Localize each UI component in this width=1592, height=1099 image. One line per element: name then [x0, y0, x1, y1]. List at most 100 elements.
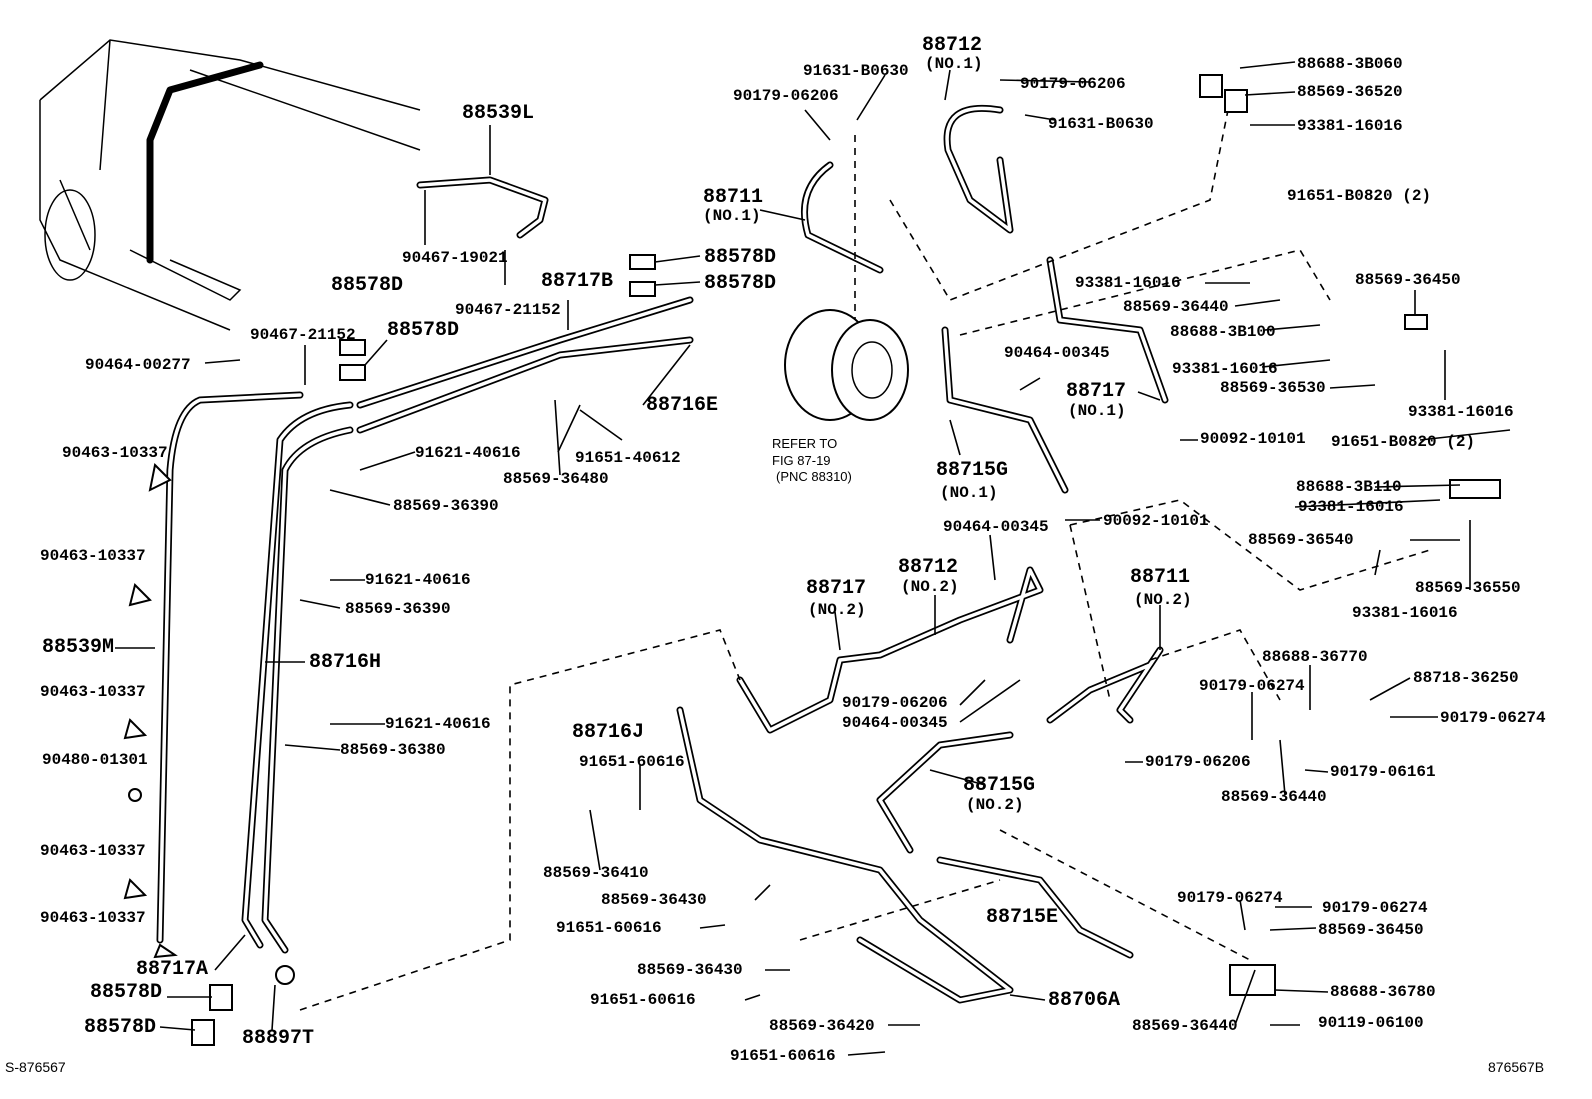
part-number-label: (NO.2): [1134, 591, 1192, 609]
part-number-label: 88688-3B110: [1296, 478, 1402, 496]
part-number-label: (NO.1): [925, 55, 983, 73]
part-number-label: 91621-40616: [365, 571, 471, 589]
part-number-label: 90092-10101: [1200, 430, 1306, 448]
part-number-label: 90464-00345: [1004, 344, 1110, 362]
part-number-label: 90463-10337: [40, 909, 146, 927]
part-number-label: 93381-16016: [1352, 604, 1458, 622]
part-number-label: 88578D: [704, 272, 776, 295]
part-number-label: 90463-10337: [40, 683, 146, 701]
part-number-label: 91631-B0630: [803, 62, 909, 80]
part-number-label: 88717: [806, 577, 866, 600]
part-number-label: 93381-16016: [1298, 498, 1404, 516]
hoses: [156, 104, 1169, 1004]
part-number-label: 93381-16016: [1297, 117, 1403, 135]
part-number-label: (NO.1): [703, 207, 761, 225]
part-number-label: 88715G: [963, 774, 1035, 797]
part-number-label: 88569-36450: [1318, 921, 1424, 939]
part-number-label: 91651-60616: [556, 919, 662, 937]
part-number-label: 88578D: [331, 274, 403, 297]
part-number-label: 91651-60616: [590, 991, 696, 1009]
fasteners-and-clamps: [123, 74, 1501, 1046]
part-number-label: 91651-40612: [575, 449, 681, 467]
compressor: [784, 309, 909, 421]
part-number-label: 90464-00277: [85, 356, 191, 374]
part-number-label: 88718-36250: [1413, 669, 1519, 687]
part-number-label: 88688-3B100: [1170, 323, 1276, 341]
part-number-label: 91621-40616: [415, 444, 521, 462]
part-number-label: 90463-10337: [62, 444, 168, 462]
part-number-label: 88897T: [242, 1027, 314, 1050]
part-number-label: 90179-06206: [733, 87, 839, 105]
part-number-label: (NO.2): [966, 796, 1024, 814]
part-number-label: (NO.1): [1068, 402, 1126, 420]
part-number-label: 90179-06274: [1199, 677, 1305, 695]
part-number-label: 88569-36440: [1221, 788, 1327, 806]
part-number-label: 90464-00345: [842, 714, 948, 732]
part-number-label: 88578D: [90, 981, 162, 1004]
part-number-label: 93381-16016: [1075, 274, 1181, 292]
part-number-label: 88569-36430: [601, 891, 707, 909]
part-number-label: 88569-36440: [1132, 1017, 1238, 1035]
part-number-label: 88688-3B060: [1297, 55, 1403, 73]
figure-id-right: 876567B: [1488, 1059, 1544, 1075]
part-number-label: 88569-36540: [1248, 531, 1354, 549]
part-number-label: 91651-B0820 (2): [1287, 187, 1431, 205]
part-number-label: 88715E: [986, 906, 1058, 929]
part-number-label: 90179-06206: [1145, 753, 1251, 771]
part-number-label: 88706A: [1048, 989, 1120, 1012]
part-number-label: 88715G: [936, 459, 1008, 482]
part-number-label: (NO.2): [808, 601, 866, 619]
part-number-label: 88717: [1066, 380, 1126, 403]
part-number-label: (NO.1): [940, 484, 998, 502]
part-number-label: 88569-36390: [345, 600, 451, 618]
part-number-label: 90467-19021: [402, 249, 508, 267]
part-number-label: 93381-16016: [1408, 403, 1514, 421]
part-number-label: 88716E: [646, 394, 718, 417]
part-number-label: 90119-06100: [1318, 1014, 1424, 1032]
part-number-label: 88569-36390: [393, 497, 499, 515]
part-number-label: 90467-21152: [455, 301, 561, 319]
part-number-label: 90179-06274: [1177, 889, 1283, 907]
part-number-label: 88711: [1130, 566, 1190, 589]
leader-lines: [115, 61, 1511, 1056]
part-number-label: 88569-36530: [1220, 379, 1326, 397]
part-number-label: 90179-06274: [1322, 899, 1428, 917]
part-number-label: 91651-B0820 (2): [1331, 433, 1475, 451]
part-number-label: 88688-36780: [1330, 983, 1436, 1001]
part-number-label: 88578D: [84, 1016, 156, 1039]
part-number-label: 88716J: [572, 721, 644, 744]
part-number-label: 88569-36550: [1415, 579, 1521, 597]
part-number-labels: 88712(NO.1)91631-B063090179-0620690179-0…: [40, 34, 1546, 1065]
part-number-label: 88578D: [704, 246, 776, 269]
part-number-label: (NO.2): [901, 578, 959, 596]
part-number-label: 93381-16016: [1172, 360, 1278, 378]
part-number-label: 90179-06206: [1020, 75, 1126, 93]
part-number-label: 88717A: [136, 958, 208, 981]
part-number-label: 91651-60616: [579, 753, 685, 771]
part-number-label: 88569-36420: [769, 1017, 875, 1035]
part-number-label: 88539L: [462, 102, 534, 125]
part-number-label: 88569-36440: [1123, 298, 1229, 316]
reference-note: (PNC 88310): [776, 469, 852, 484]
part-number-label: 88717B: [541, 270, 613, 293]
part-number-label: 88578D: [387, 319, 459, 342]
part-number-label: 88711: [703, 186, 763, 209]
part-number-label: 88569-36380: [340, 741, 446, 759]
part-number-label: 88569-36430: [637, 961, 743, 979]
part-number-label: 90179-06161: [1330, 763, 1436, 781]
part-number-label: 88569-36410: [543, 864, 649, 882]
part-number-label: 90463-10337: [40, 842, 146, 860]
dashed-guides: [299, 99, 1431, 1011]
part-number-label: 88712: [898, 556, 958, 579]
part-number-label: 90464-00345: [943, 518, 1049, 536]
part-number-label: 88569-36520: [1297, 83, 1403, 101]
part-number-label: 88712: [922, 34, 982, 57]
part-number-label: 91621-40616: [385, 715, 491, 733]
part-number-label: 90092-10101: [1103, 512, 1209, 530]
part-number-label: 90179-06206: [842, 694, 948, 712]
part-number-label: 90480-01301: [42, 751, 148, 769]
part-number-label: 88569-36480: [503, 470, 609, 488]
part-number-label: 88539M: [42, 636, 114, 659]
